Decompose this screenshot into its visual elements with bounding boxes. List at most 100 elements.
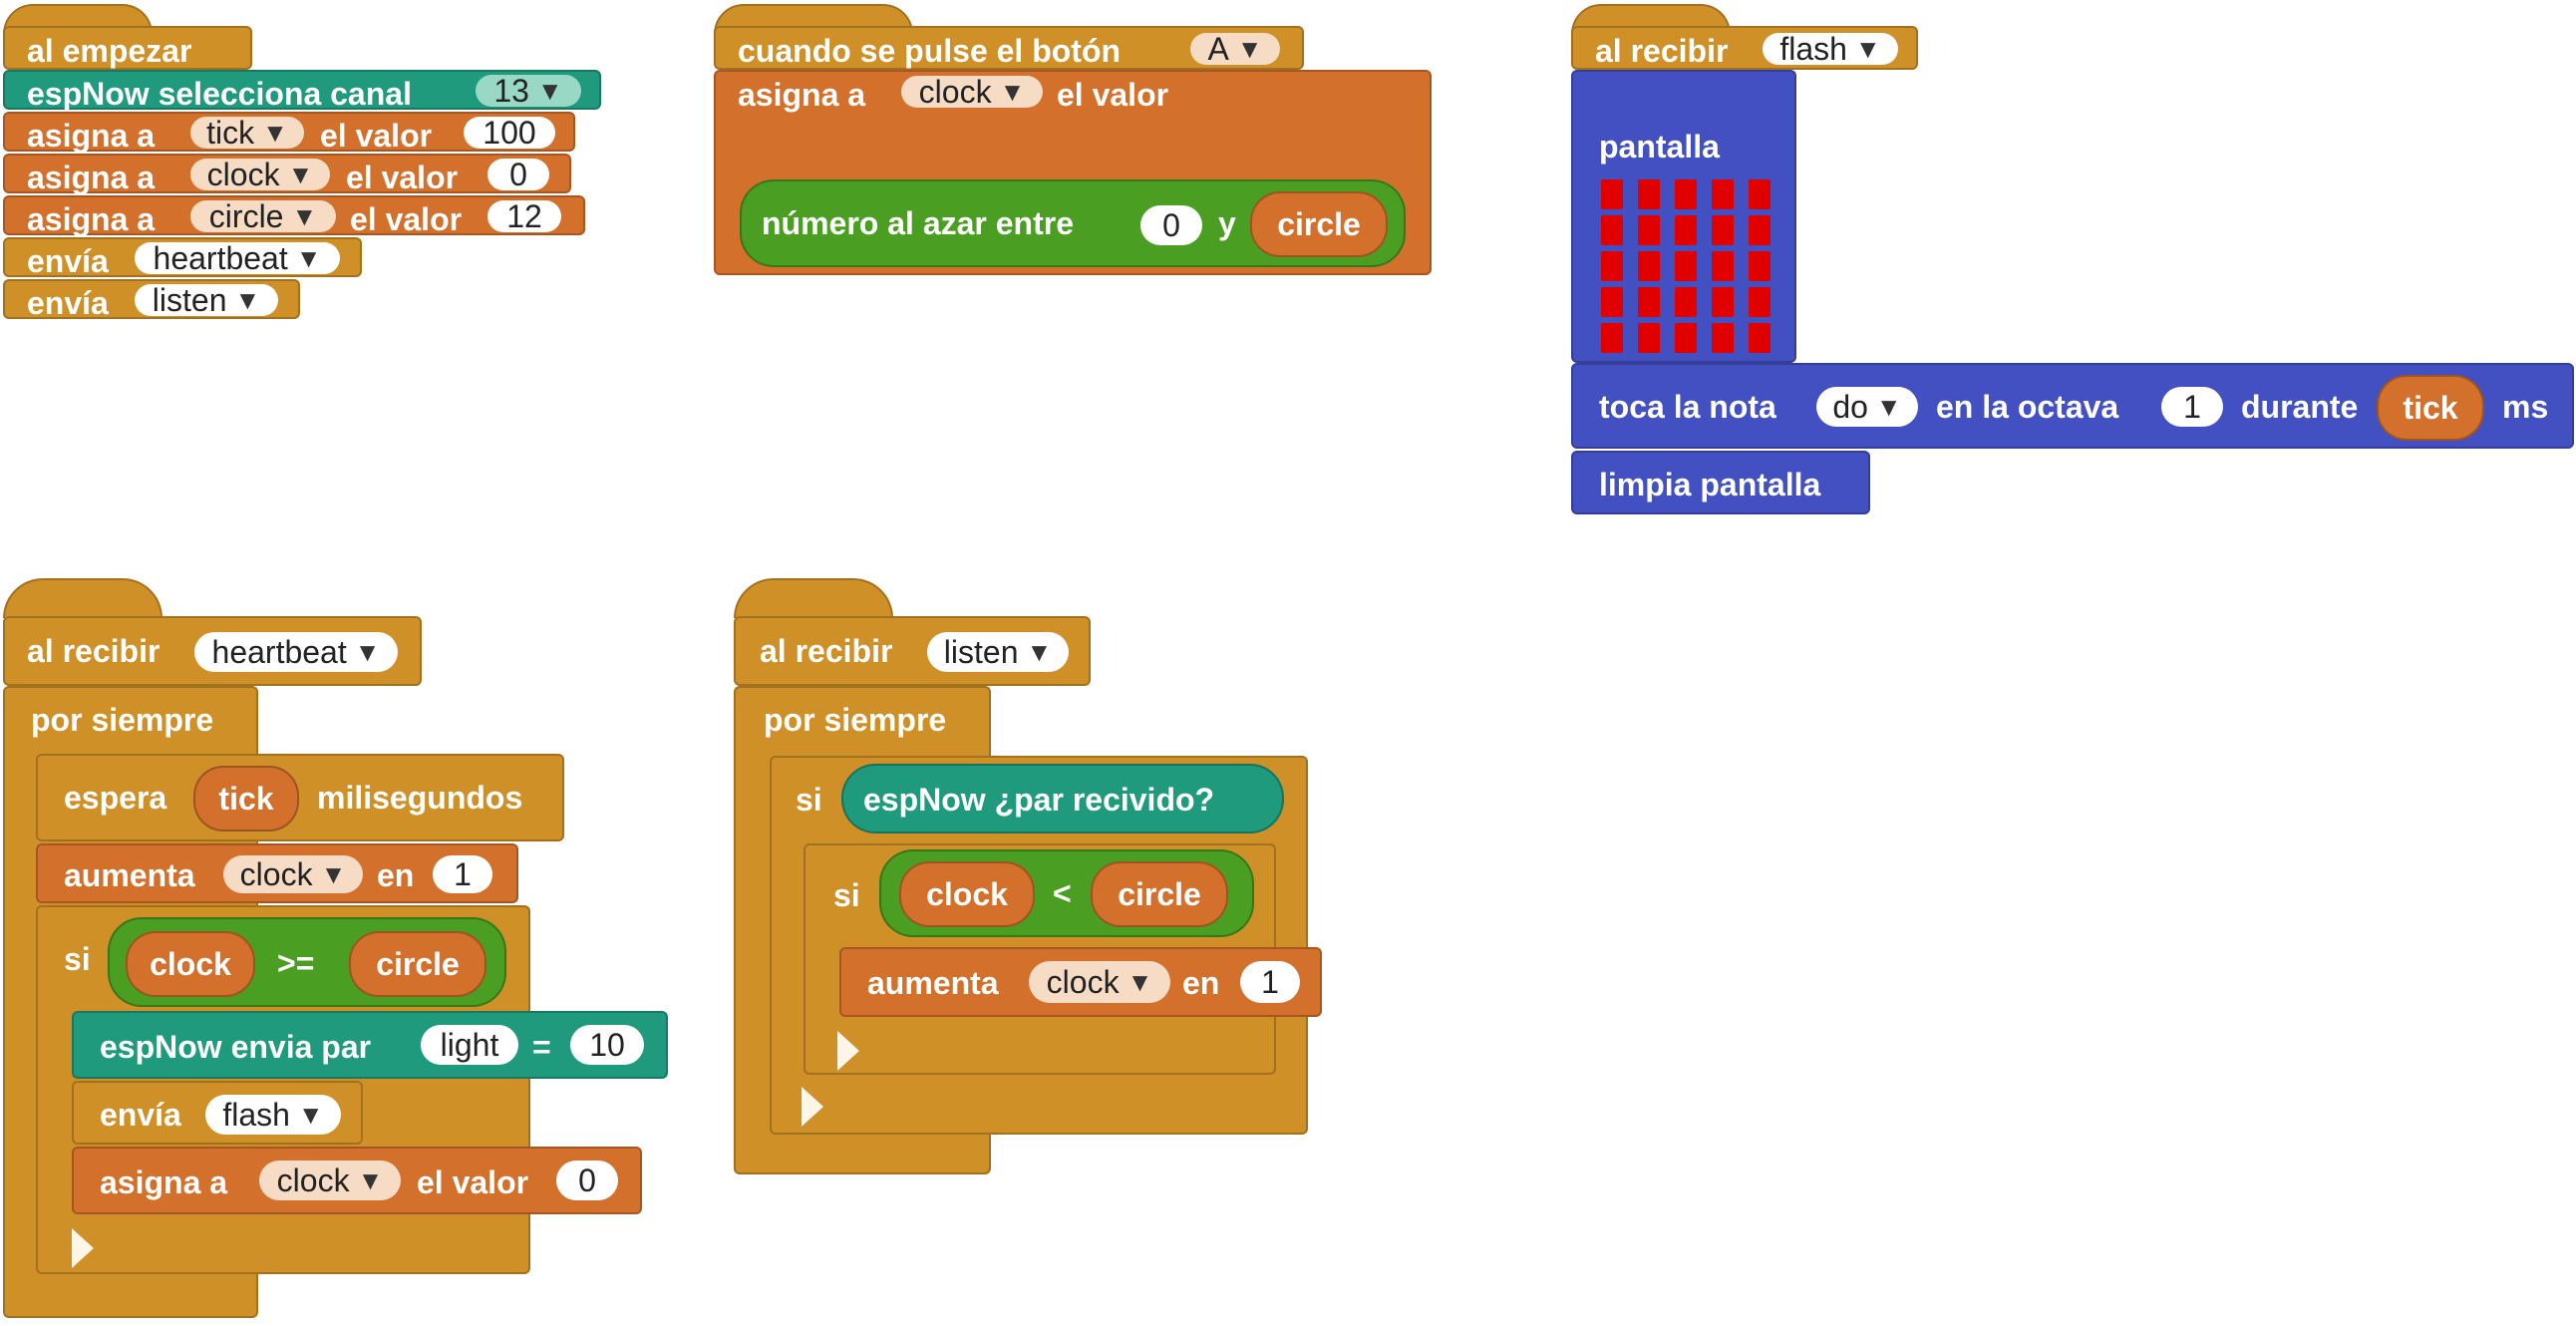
value-label: el valor bbox=[417, 1164, 529, 1200]
tick-value-input[interactable]: 100 bbox=[464, 115, 555, 151]
channel-dropdown[interactable]: 13▼ bbox=[476, 73, 581, 109]
clock-var-dropdown[interactable]: clock▼ bbox=[259, 1160, 401, 1200]
if-label: si bbox=[796, 782, 822, 818]
led-cell[interactable] bbox=[1601, 179, 1623, 209]
led-cell[interactable] bbox=[1675, 179, 1697, 209]
chevron-down-icon: ▼ bbox=[1236, 33, 1263, 64]
pair-value-input[interactable]: 10 bbox=[570, 1025, 644, 1065]
show-leds-block[interactable]: pantalla bbox=[1571, 70, 1796, 363]
led-cell[interactable] bbox=[1749, 251, 1771, 281]
collapse-arrow-icon bbox=[802, 1087, 823, 1127]
send-pair-block[interactable]: espNow envia par light = 10 bbox=[72, 1011, 668, 1079]
pair-received-block[interactable]: espNow ¿par recivido? bbox=[841, 764, 1284, 833]
led-cell[interactable] bbox=[1675, 215, 1697, 245]
flash-message-dropdown[interactable]: flash▼ bbox=[1763, 31, 1898, 67]
led-cell[interactable] bbox=[1638, 179, 1660, 209]
ms-label: ms bbox=[2502, 389, 2549, 425]
led-cell[interactable] bbox=[1601, 287, 1623, 317]
clock-variable-reporter[interactable]: clock bbox=[899, 861, 1035, 927]
compare-block[interactable]: clock >= circle bbox=[108, 917, 506, 1007]
set-label: asigna a bbox=[27, 160, 156, 195]
pause-block[interactable]: espera tick milisegundos bbox=[36, 754, 564, 841]
circle-var-dropdown[interactable]: circle▼ bbox=[190, 198, 336, 234]
set-label: asigna a bbox=[738, 77, 866, 113]
circle-variable-reporter[interactable]: circle bbox=[1250, 191, 1388, 257]
tick-variable-reporter[interactable]: tick bbox=[2377, 375, 2484, 441]
clock-var-dropdown[interactable]: clock▼ bbox=[901, 74, 1043, 110]
change-clock-block[interactable]: aumenta clock▼ en 1 bbox=[839, 947, 1322, 1017]
button-dropdown[interactable]: A▼ bbox=[1190, 31, 1280, 67]
led-cell[interactable] bbox=[1638, 287, 1660, 317]
led-cell[interactable] bbox=[1601, 323, 1623, 353]
led-cell[interactable] bbox=[1601, 215, 1623, 245]
value-label: el valor bbox=[350, 201, 463, 237]
random-from-input[interactable]: 0 bbox=[1140, 205, 1202, 245]
tick-variable-reporter[interactable]: tick bbox=[193, 766, 299, 831]
compare-operator[interactable]: >= bbox=[277, 945, 315, 981]
led-cell[interactable] bbox=[1712, 287, 1734, 317]
set-value-input[interactable]: 0 bbox=[556, 1160, 618, 1200]
set-circle-block[interactable]: asigna a circle▼ el valor 12 bbox=[3, 195, 585, 237]
clear-screen-block[interactable]: limpia pantalla bbox=[1571, 451, 1870, 514]
pair-key-input[interactable]: light bbox=[421, 1025, 518, 1065]
change-clock-block[interactable]: aumenta clock▼ en 1 bbox=[36, 843, 518, 903]
play-tone-block[interactable]: toca la nota do▼ en la octava 1 durante … bbox=[1571, 363, 2574, 449]
led-cell[interactable] bbox=[1638, 323, 1660, 353]
chevron-down-icon: ▼ bbox=[1026, 636, 1053, 667]
led-cell[interactable] bbox=[1712, 179, 1734, 209]
send-listen-block[interactable]: envía listen▼ bbox=[3, 279, 300, 321]
on-receive-label: al recibir bbox=[760, 633, 893, 669]
chevron-down-icon: ▼ bbox=[295, 242, 322, 273]
on-start-block[interactable]: al empezar bbox=[3, 26, 252, 70]
on-button-pressed-block[interactable]: cuando se pulse el botón A▼ bbox=[714, 26, 1304, 70]
random-number-block[interactable]: número al azar entre 0 y circle bbox=[740, 179, 1406, 267]
on-receive-heartbeat-block[interactable]: al recibir heartbeat▼ bbox=[3, 616, 422, 686]
flash-message-dropdown[interactable]: flash▼ bbox=[205, 1095, 341, 1135]
led-cell[interactable] bbox=[1638, 215, 1660, 245]
by-label: en bbox=[377, 857, 415, 893]
note-dropdown[interactable]: do▼ bbox=[1816, 387, 1918, 427]
chevron-down-icon: ▼ bbox=[1127, 966, 1153, 997]
send-flash-block[interactable]: envía flash▼ bbox=[72, 1081, 363, 1145]
listen-message-dropdown[interactable]: listen▼ bbox=[927, 632, 1069, 672]
change-value-input[interactable]: 1 bbox=[1240, 961, 1300, 1003]
clock-variable-reporter[interactable]: clock bbox=[126, 931, 255, 997]
change-value-input[interactable]: 1 bbox=[433, 855, 492, 893]
chevron-down-icon: ▼ bbox=[354, 636, 381, 667]
led-cell[interactable] bbox=[1638, 251, 1660, 281]
led-cell[interactable] bbox=[1675, 251, 1697, 281]
led-cell[interactable] bbox=[1712, 323, 1734, 353]
clock-var-dropdown[interactable]: clock▼ bbox=[223, 855, 363, 893]
led-cell[interactable] bbox=[1749, 287, 1771, 317]
led-cell[interactable] bbox=[1675, 323, 1697, 353]
led-cell[interactable] bbox=[1712, 251, 1734, 281]
circle-value-input[interactable]: 12 bbox=[487, 198, 561, 234]
circle-variable-reporter[interactable]: circle bbox=[349, 931, 486, 997]
listen-message-dropdown[interactable]: listen▼ bbox=[135, 282, 278, 318]
heartbeat-message-dropdown[interactable]: heartbeat▼ bbox=[135, 240, 340, 276]
led-cell[interactable] bbox=[1749, 179, 1771, 209]
circle-variable-reporter[interactable]: circle bbox=[1091, 861, 1228, 927]
led-cell[interactable] bbox=[1749, 215, 1771, 245]
led-cell[interactable] bbox=[1675, 287, 1697, 317]
compare-block[interactable]: clock < circle bbox=[879, 849, 1254, 937]
led-matrix[interactable] bbox=[1601, 179, 1780, 353]
heartbeat-message-dropdown[interactable]: heartbeat▼ bbox=[194, 632, 398, 672]
led-cell[interactable] bbox=[1712, 215, 1734, 245]
on-receive-flash-block[interactable]: al recibir flash▼ bbox=[1571, 26, 1918, 70]
led-cell[interactable] bbox=[1749, 323, 1771, 353]
compare-operator[interactable]: < bbox=[1053, 875, 1072, 911]
tick-var-dropdown[interactable]: tick▼ bbox=[190, 115, 304, 151]
set-clock-random-block[interactable]: asigna a clock▼ el valor número al azar … bbox=[714, 70, 1432, 275]
send-heartbeat-block[interactable]: envía heartbeat▼ bbox=[3, 237, 362, 279]
clock-var-dropdown[interactable]: clock▼ bbox=[190, 157, 330, 192]
on-receive-listen-block[interactable]: al recibir listen▼ bbox=[734, 616, 1091, 686]
set-clock-block[interactable]: asigna a clock▼ el valor 0 bbox=[3, 154, 571, 195]
octave-input[interactable]: 1 bbox=[2161, 387, 2223, 427]
clock-var-dropdown[interactable]: clock▼ bbox=[1029, 961, 1170, 1003]
led-cell[interactable] bbox=[1601, 251, 1623, 281]
set-clock-zero-block[interactable]: asigna a clock▼ el valor 0 bbox=[72, 1147, 642, 1214]
set-tick-block[interactable]: asigna a tick▼ el valor 100 bbox=[3, 112, 575, 154]
radio-channel-block[interactable]: espNow selecciona canal 13▼ bbox=[3, 70, 601, 112]
clock-value-input[interactable]: 0 bbox=[487, 157, 549, 192]
